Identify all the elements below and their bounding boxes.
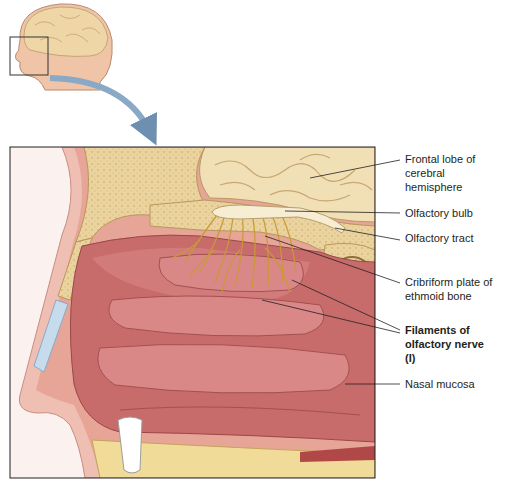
head-thumbnail [10, 4, 150, 132]
part-label: Cribriform plate of ethmoid bone [405, 275, 515, 303]
part-label: Frontal lobe of cerebral hemisphere [405, 152, 505, 194]
sagittal-section [10, 147, 375, 478]
part-label: Olfactory tract [405, 231, 485, 245]
leader-lines [262, 160, 400, 384]
part-label: Olfactory bulb [405, 206, 515, 220]
part-label: Nasal mucosa [405, 377, 515, 391]
part-label: Filaments of olfactory nerve (I) [405, 323, 489, 365]
